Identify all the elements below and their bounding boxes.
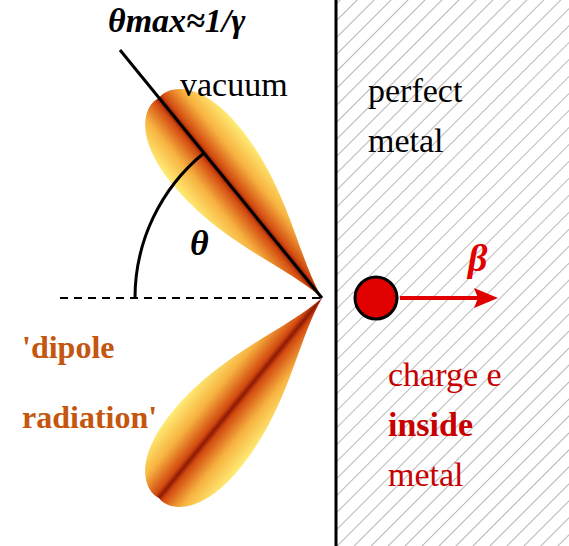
radiation-label: 'dipole radiation' — [22, 312, 192, 452]
angle-symbol: θ — [190, 222, 230, 264]
charge-label: inside — [388, 406, 558, 444]
metal-region — [336, 0, 569, 546]
region-label: vacuum — [180, 66, 330, 104]
charge-dot — [355, 277, 397, 319]
axis-line — [60, 297, 322, 299]
region-label: perfect metal — [368, 66, 518, 166]
radiation-lobe — [124, 270, 356, 526]
angle-formula: θmax≈1/γ — [108, 2, 348, 40]
charge-label: charge e — [388, 356, 558, 394]
metal-surface — [335, 0, 338, 546]
velocity-arrow — [400, 296, 478, 300]
charge-label: metal — [388, 456, 558, 494]
arrow-head — [474, 288, 498, 308]
velocity-symbol: β — [468, 236, 518, 280]
